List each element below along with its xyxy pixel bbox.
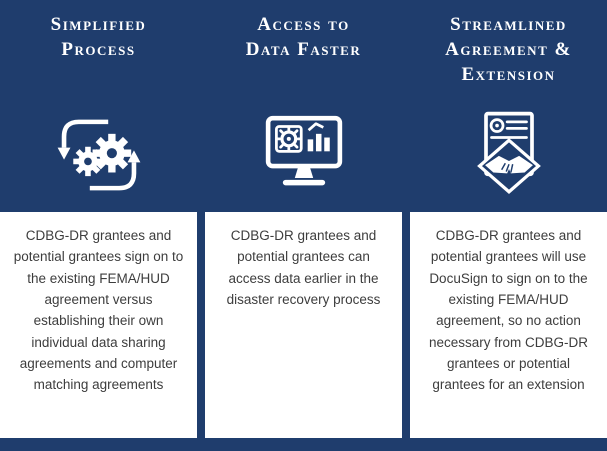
benefit-text: CDBG-DR grantees and potential grantees …: [226, 228, 381, 307]
document-handshake-icon: [463, 98, 555, 212]
column-simplified-process: Simplified Process: [0, 0, 197, 438]
column-header: Simplified Process: [0, 0, 197, 212]
column-title: Simplified Process: [50, 14, 147, 61]
column-title: Streamlined Agreement & Extension: [445, 14, 572, 86]
benefit-card: CDBG-DR grantees and potential grantees …: [410, 212, 607, 438]
monitor-analytics-icon: [258, 98, 350, 212]
column-title: Access to Data Faster: [245, 14, 362, 61]
benefit-text: CDBG-DR grantees and potential grantees …: [428, 228, 589, 393]
column-streamlined-agreement: Streamlined Agreement & Extension: [410, 0, 607, 438]
column-access-to-data: Access to Data Faster: [205, 0, 402, 438]
benefit-card: CDBG-DR grantees and potential grantees …: [0, 212, 197, 438]
benefit-text: CDBG-DR grantees and potential grantees …: [13, 228, 184, 393]
column-header: Access to Data Faster: [205, 0, 402, 212]
column-header: Streamlined Agreement & Extension: [410, 0, 607, 212]
benefit-card: CDBG-DR grantees and potential grantees …: [205, 212, 402, 438]
process-cycle-gears-icon: [53, 98, 145, 212]
